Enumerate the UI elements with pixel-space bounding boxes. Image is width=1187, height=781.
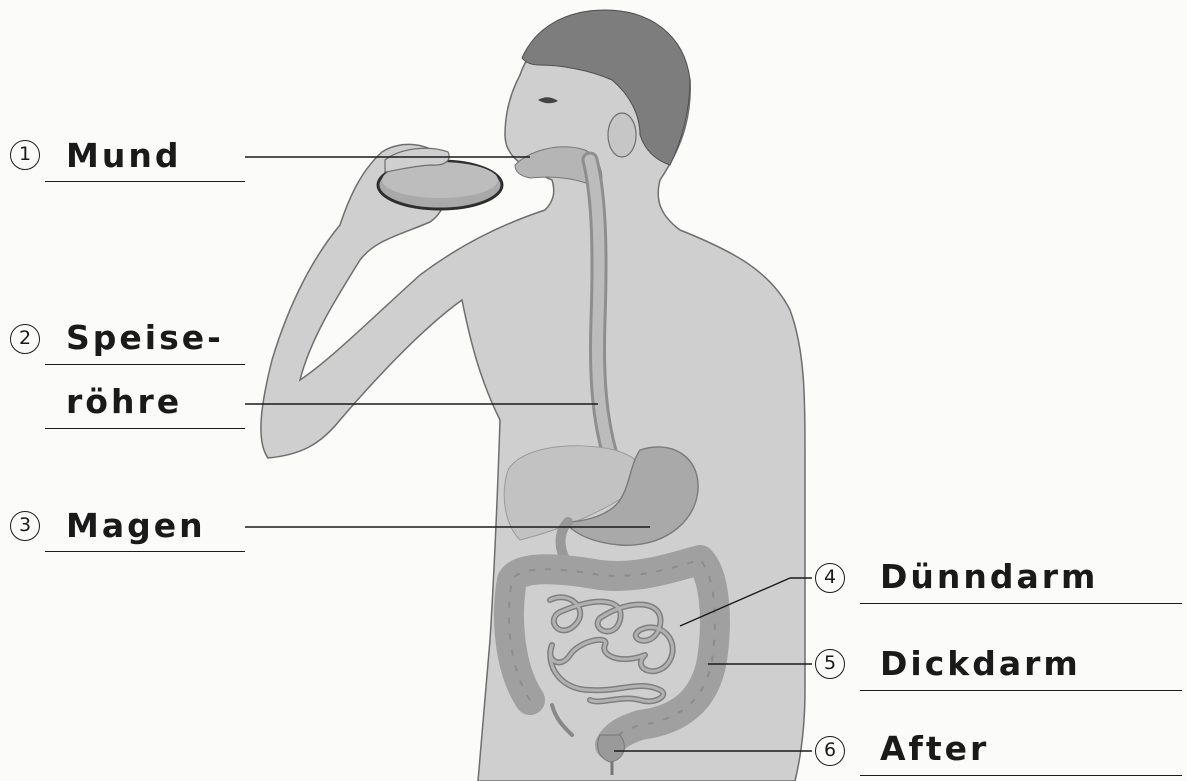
label-text-speiseroehre-1: Speise-	[66, 318, 224, 357]
label-text-mund: Mund	[66, 136, 181, 175]
number-badge-1: 1	[10, 140, 40, 170]
answer-line-speiseroehre-2	[45, 428, 245, 429]
answer-line-mund	[45, 181, 245, 182]
label-text-dickdarm: Dickdarm	[880, 644, 1081, 683]
answer-line-dickdarm	[860, 690, 1182, 691]
answer-line-after	[860, 775, 1182, 776]
answer-line-speiseroehre-1	[45, 364, 245, 365]
label-text-speiseroehre-2: röhre	[66, 382, 182, 421]
number-badge-4: 4	[815, 563, 845, 593]
label-text-after: After	[880, 729, 989, 768]
label-text-magen: Magen	[66, 506, 206, 545]
number-badge-5: 5	[815, 649, 845, 679]
label-text-duenndarm: Dünndarm	[880, 557, 1098, 596]
number-badge-2: 2	[10, 324, 40, 354]
number-badge-3: 3	[10, 511, 40, 541]
answer-line-magen	[45, 551, 245, 552]
number-badge-6: 6	[815, 736, 845, 766]
ear	[608, 113, 636, 157]
answer-line-duenndarm	[860, 603, 1182, 604]
